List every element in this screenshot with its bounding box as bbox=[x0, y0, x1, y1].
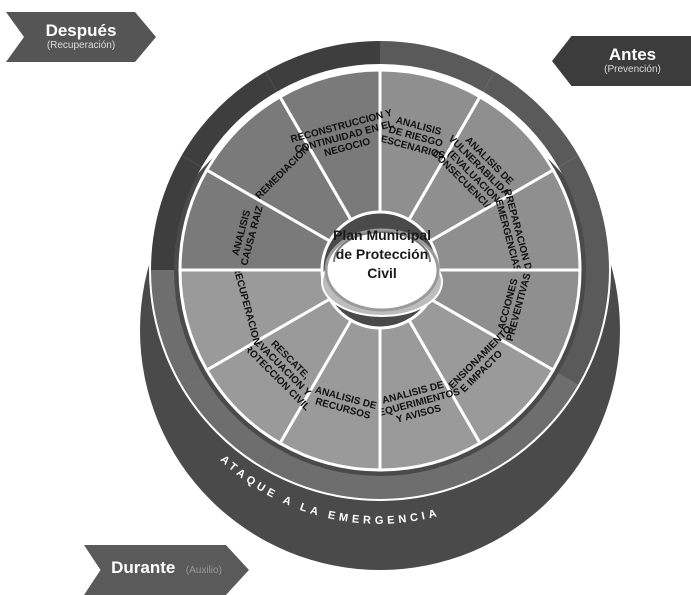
phase-ring-band-9 bbox=[150, 270, 202, 385]
center-title-line-2: de Protección bbox=[335, 246, 429, 262]
phase-tag-after: Después (Recuperación) bbox=[6, 12, 156, 62]
center-hub bbox=[324, 228, 440, 312]
phase-tag-before-title: Antes bbox=[608, 45, 657, 64]
center-title-line-1: Plan Municipal bbox=[332, 227, 431, 243]
phase-ring-band-3 bbox=[558, 155, 610, 270]
phase-tag-during-title: Durante bbox=[111, 558, 176, 577]
wheel-rim bbox=[149, 39, 611, 501]
phase-ring-band-1 bbox=[380, 40, 495, 92]
phase-tag-during-subtitle: (Auxilio) bbox=[185, 565, 222, 576]
phase-ring-band-8 bbox=[180, 373, 277, 470]
phase-tag-during: Durante (Auxilio) bbox=[84, 545, 249, 595]
phase-ring-band-11 bbox=[180, 70, 277, 167]
phase-tag-before: Antes (Prevención) bbox=[552, 36, 691, 86]
phase-ring-band-5 bbox=[483, 373, 580, 470]
phase-ring-band-6 bbox=[380, 448, 495, 500]
wheel-segment-12 bbox=[277, 68, 382, 222]
phase-ring-band-7 bbox=[265, 448, 380, 500]
cycle-arrow-icon bbox=[333, 231, 431, 263]
center-title: Plan Municipal de Protección Civil bbox=[322, 226, 442, 306]
phase-tag-before-subtitle: (Prevención) bbox=[604, 64, 661, 75]
phase-ring-band-2 bbox=[483, 70, 580, 167]
phase-ring-band-12 bbox=[265, 40, 380, 92]
phase-tag-after-title: Después bbox=[45, 21, 117, 40]
phase-ring-band-4 bbox=[558, 270, 610, 385]
phase-ring-band-10 bbox=[150, 155, 202, 270]
phase-tag-after-subtitle: (Recuperación) bbox=[46, 40, 116, 51]
center-title-line-3: Civil bbox=[367, 265, 397, 281]
